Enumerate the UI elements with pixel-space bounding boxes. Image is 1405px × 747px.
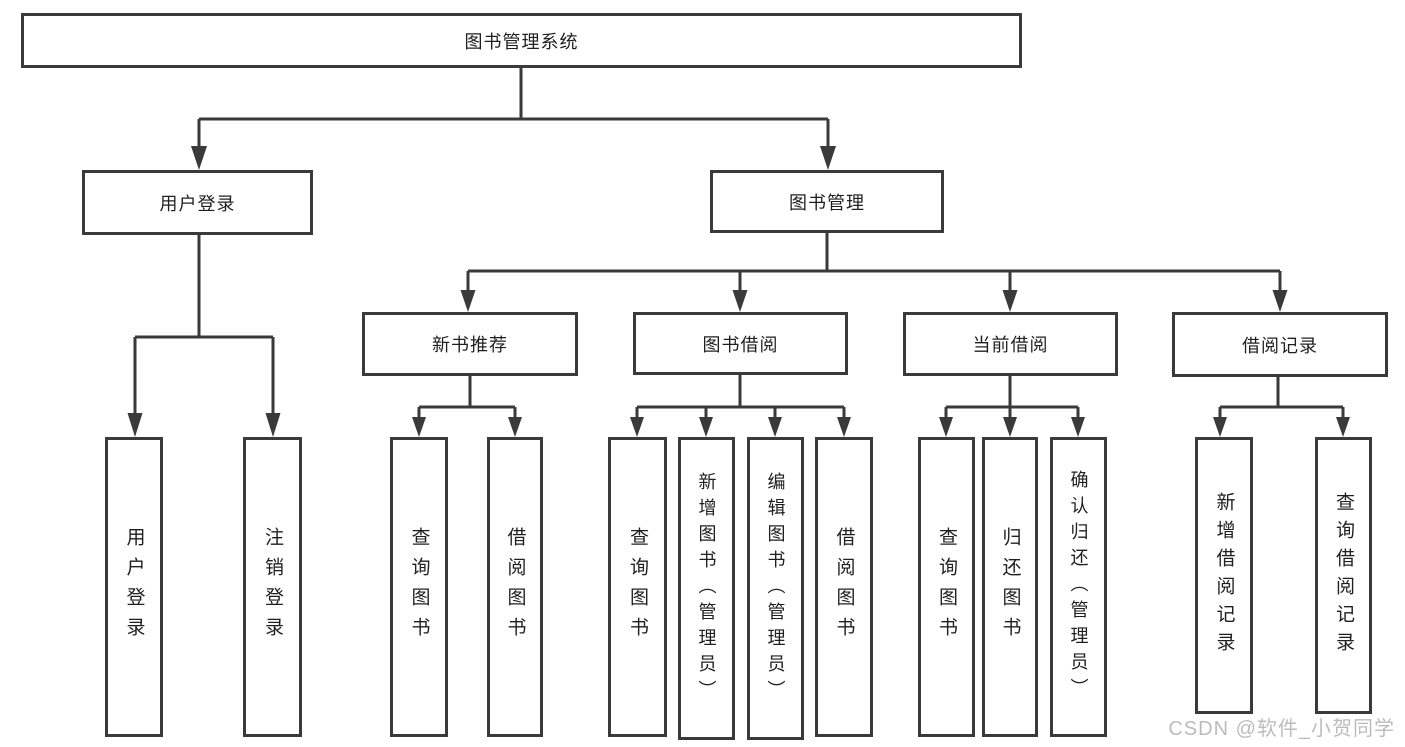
leaf-user-login: 用户登录 bbox=[105, 437, 163, 737]
node-label: 用户登录 bbox=[159, 193, 236, 214]
node-borrow-records: 借阅记录 bbox=[1172, 312, 1388, 377]
leaf-query-borrow-record: 查询借阅记录 bbox=[1315, 437, 1372, 714]
csdn-watermark: CSDN @软件_小贺同学 bbox=[1168, 718, 1395, 740]
leaf-borrow-books-1: 借阅图书 bbox=[487, 437, 543, 737]
leaf-logout: 注销登录 bbox=[243, 437, 302, 737]
leaf-label: 查询图书 bbox=[408, 527, 430, 647]
node-label: 当前借阅 bbox=[972, 335, 1049, 355]
leaf-query-books-3: 查询图书 bbox=[918, 437, 975, 737]
leaf-add-borrow-record: 新增借阅记录 bbox=[1195, 437, 1253, 714]
leaf-add-book-admin: 新增图书（管理员） bbox=[678, 437, 735, 740]
leaf-query-books-1: 查询图书 bbox=[390, 437, 448, 737]
leaf-edit-book-admin: 编辑图书（管理员） bbox=[747, 437, 804, 740]
leaf-label: 查询图书 bbox=[936, 527, 957, 647]
node-current-borrow: 当前借阅 bbox=[903, 312, 1118, 376]
leaf-return-book: 归还图书 bbox=[982, 437, 1038, 737]
leaf-label: 借阅图书 bbox=[504, 527, 526, 647]
leaf-label: 查询借阅记录 bbox=[1333, 491, 1354, 660]
node-user-login: 用户登录 bbox=[82, 170, 313, 235]
node-label: 图书借阅 bbox=[702, 334, 779, 355]
node-label: 借阅记录 bbox=[1242, 335, 1318, 356]
node-label: 新书推荐 bbox=[432, 335, 508, 355]
node-book-management: 图书管理 bbox=[710, 170, 944, 233]
node-label: 图书管理系统 bbox=[464, 31, 579, 52]
leaf-label: 注销登录 bbox=[262, 527, 283, 647]
leaf-label: 用户登录 bbox=[123, 527, 145, 647]
leaf-label: 归还图书 bbox=[999, 527, 1021, 647]
node-label: 图书管理 bbox=[789, 192, 865, 213]
leaf-label: 新增借阅记录 bbox=[1213, 491, 1235, 660]
node-library-system: 图书管理系统 bbox=[21, 13, 1022, 68]
leaf-label: 确认归还（管理员） bbox=[1068, 470, 1089, 704]
leaf-label: 查询图书 bbox=[627, 527, 648, 647]
leaf-query-books-2: 查询图书 bbox=[608, 437, 667, 737]
leaf-label: 编辑图书（管理员） bbox=[765, 471, 786, 706]
node-new-book-recommend: 新书推荐 bbox=[362, 312, 578, 376]
leaf-borrow-books-2: 借阅图书 bbox=[815, 437, 873, 737]
leaf-label: 新增图书（管理员） bbox=[696, 471, 717, 706]
leaf-label: 借阅图书 bbox=[833, 527, 855, 647]
node-book-borrow: 图书借阅 bbox=[633, 312, 848, 375]
leaf-confirm-return-admin: 确认归还（管理员） bbox=[1050, 437, 1107, 737]
